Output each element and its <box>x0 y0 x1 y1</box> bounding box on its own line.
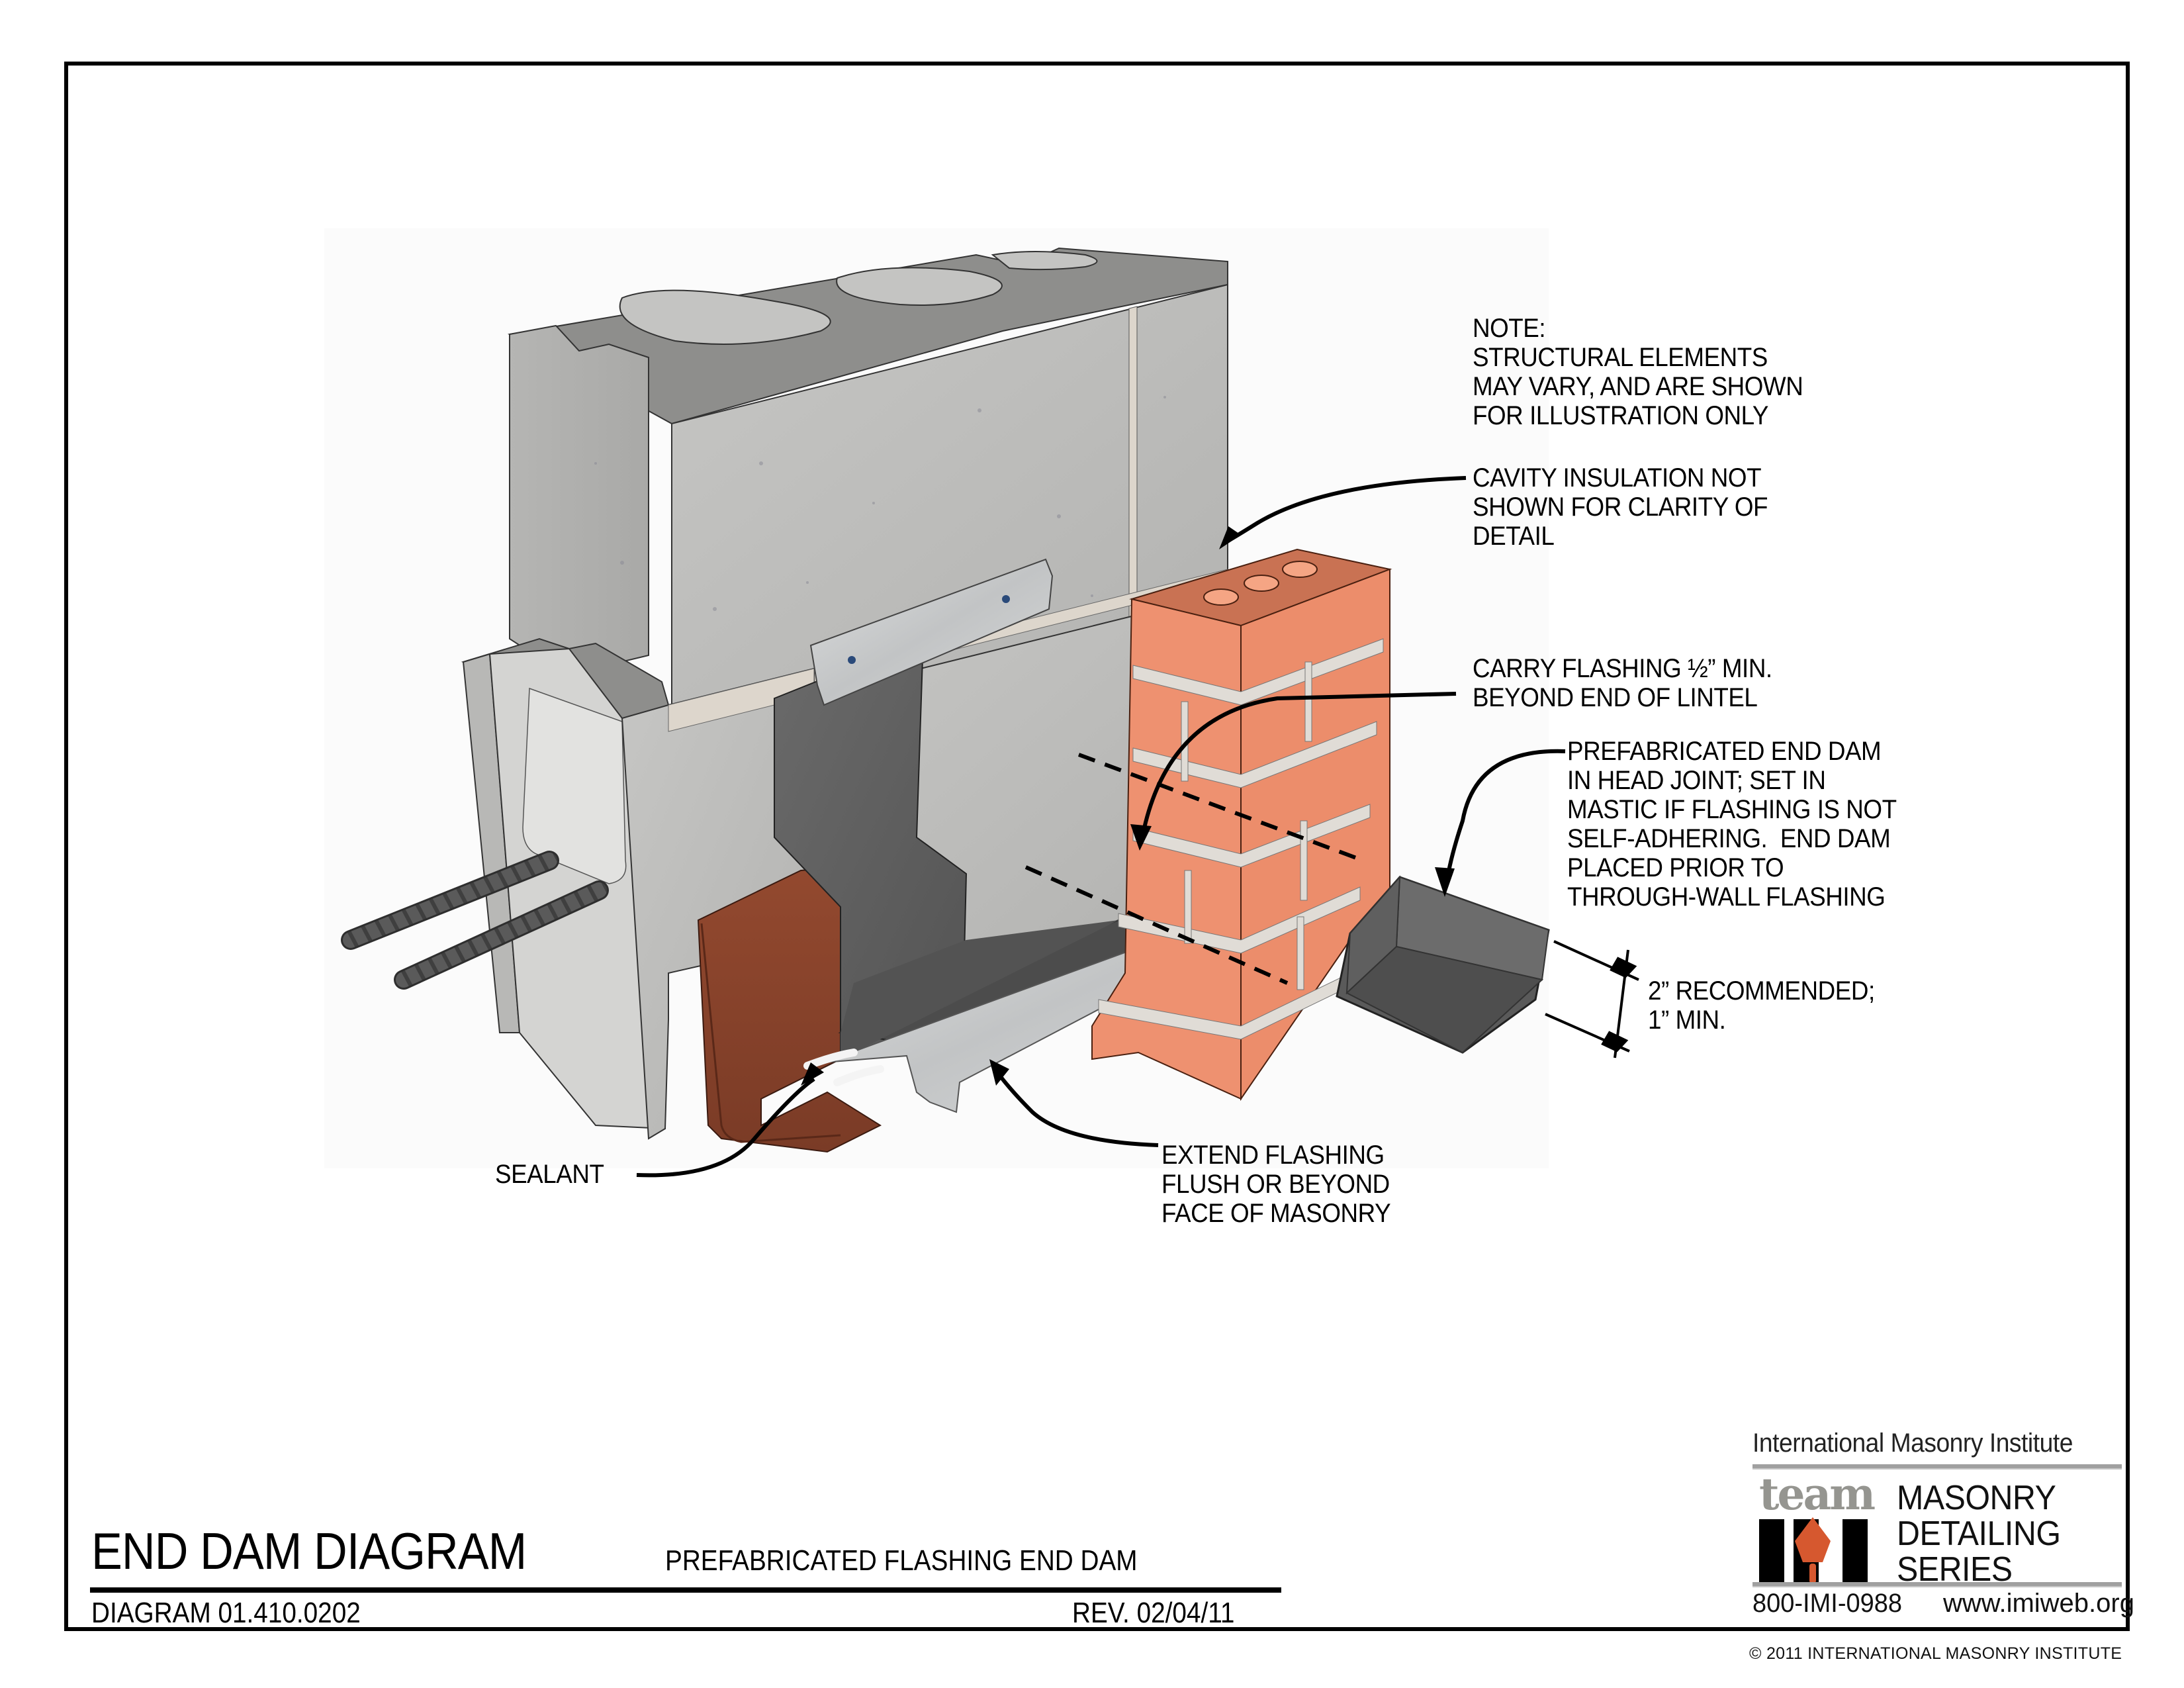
rebar <box>341 851 609 990</box>
extend-flashing-note: EXTEND FLASHING FLUSH OR BEYOND FACE OF … <box>1161 1141 1391 1228</box>
arrowheads <box>801 526 1455 1086</box>
logo-team-word: team <box>1759 1468 1876 1520</box>
logo-series-title: MASONRY DETAILING SERIES <box>1897 1479 2061 1589</box>
logo-bar-3 <box>1843 1519 1868 1584</box>
prefabricated-end-dam <box>1336 875 1550 1054</box>
end-dam-leader <box>1444 749 1566 888</box>
logo-bar-1 <box>1759 1519 1784 1584</box>
general-note: NOTE: STRUCTURAL ELEMENTS MAY VARY, AND … <box>1473 314 1803 430</box>
through-wall-flashing <box>774 637 1212 1060</box>
cavity-insulation-note: CAVITY INSULATION NOT SHOWN FOR CLARITY … <box>1473 463 1768 551</box>
dimension-2in <box>1545 940 1639 1058</box>
sealant-leader <box>636 1077 815 1178</box>
dimension-note: 2” RECOMMENDED; 1” MIN. <box>1648 976 1875 1035</box>
sheet-subtitle: PREFABRICATED FLASHING END DAM <box>665 1544 1138 1577</box>
logo-website[interactable]: www.imiweb.org <box>1943 1589 2134 1618</box>
prefab-end-dam-note: PREFABRICATED END DAM IN HEAD JOINT; SET… <box>1567 737 1897 912</box>
copyright-notice: © 2011 INTERNATIONAL MASONRY INSTITUTE <box>1749 1644 2122 1663</box>
alignment-dashed-lines <box>1024 753 1365 985</box>
imi-logo: International Masonry Institute team MAS… <box>1745 1423 2134 1623</box>
termination-bar <box>809 558 1054 706</box>
trowel-icon <box>1795 1517 1831 1583</box>
drawing-border <box>64 62 2130 1631</box>
extend-flashing-leader <box>991 1064 1159 1147</box>
revision-date: REV. 02/04/11 <box>1072 1597 1235 1629</box>
sealant-note: SEALANT <box>495 1160 604 1189</box>
carry-flashing-note: CARRY FLASHING ½” MIN. BEYOND END OF LIN… <box>1473 654 1772 712</box>
sheet-title: END DAM DIAGRAM <box>91 1522 527 1580</box>
diagram-number: DIAGRAM 01.410.0202 <box>91 1597 361 1629</box>
brick-veneer <box>1091 548 1392 1102</box>
logo-phone: 800-IMI-0988 <box>1752 1589 1903 1618</box>
carry-flashing-leader <box>1140 692 1457 841</box>
logo-rule-top <box>1752 1464 2122 1470</box>
steel-lintel <box>697 866 882 1153</box>
logo-organization: International Masonry Institute <box>1752 1429 2073 1458</box>
title-underline <box>90 1587 1281 1593</box>
logo-rule-bottom <box>1752 1582 2122 1587</box>
